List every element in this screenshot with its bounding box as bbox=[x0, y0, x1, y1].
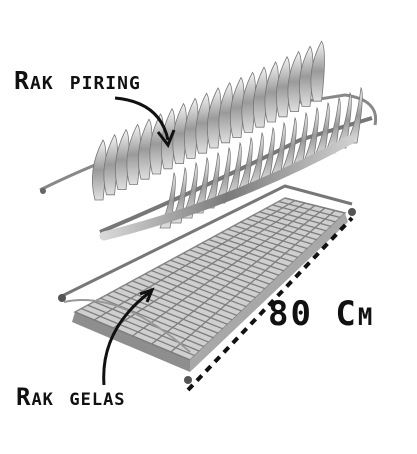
width-dimension-label: 80 Cm bbox=[268, 294, 375, 334]
arrow-top-head bbox=[156, 129, 176, 149]
arrow-bottom-head bbox=[139, 287, 155, 303]
grid-wire bbox=[151, 207, 326, 345]
plate-tine bbox=[324, 96, 341, 154]
plate-rack bbox=[39, 40, 378, 241]
plate-tine bbox=[335, 91, 352, 149]
plate-tine bbox=[247, 131, 264, 189]
dimension-line bbox=[186, 216, 354, 392]
plate-tine bbox=[192, 156, 209, 214]
plate-tine bbox=[291, 111, 308, 169]
arrow-bottom bbox=[102, 290, 151, 386]
glass-rack bbox=[58, 184, 356, 384]
plate-tine bbox=[302, 106, 319, 164]
plate-tine bbox=[214, 146, 231, 204]
arrow-top bbox=[114, 96, 170, 141]
plate-tine bbox=[269, 121, 286, 179]
plate-tine bbox=[313, 101, 330, 159]
grid-wire bbox=[112, 202, 306, 329]
grid-wire bbox=[93, 199, 296, 321]
plate-tine bbox=[346, 86, 363, 144]
glass-rack-label: Rak gelas bbox=[16, 383, 126, 411]
plate-tine bbox=[203, 151, 220, 209]
plate-tine bbox=[225, 141, 242, 199]
plate-tine bbox=[310, 40, 325, 102]
plate-tine bbox=[258, 126, 275, 184]
grid-wire bbox=[132, 204, 316, 337]
plate-tine bbox=[236, 136, 253, 194]
plate-tine bbox=[181, 161, 198, 219]
plate-rack-label: Rak piring bbox=[14, 66, 141, 95]
plate-tine bbox=[280, 116, 297, 174]
grid-wire bbox=[170, 210, 336, 353]
